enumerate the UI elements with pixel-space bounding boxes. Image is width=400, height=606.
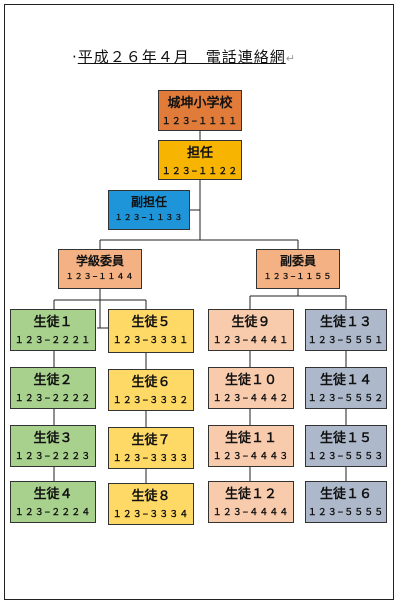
student-node: 生徒１２ １２３−４４４４: [208, 481, 294, 523]
student-node: 生徒７ １２３−３３３３: [108, 427, 194, 469]
student-node: 生徒９ １２３−４４４１: [208, 309, 294, 351]
student-name: 生徒１４: [319, 373, 372, 388]
student-node: 生徒１０ １２３−４４４２: [208, 367, 294, 409]
vice-teacher-name: 副担任: [130, 195, 167, 209]
student-name: 生徒９: [231, 315, 271, 330]
student-name: 生徒１３: [319, 315, 372, 330]
student-phone: １２３−２２２１: [14, 336, 92, 346]
return-mark-icon: ↵: [285, 52, 297, 65]
student-node: 生徒１５ １２３−５５５３: [305, 425, 387, 467]
student-node: 生徒１４ １２３−５５５２: [305, 367, 387, 409]
student-name: 生徒１: [33, 315, 73, 330]
student-node: 生徒４ １２３−２２２４: [10, 481, 96, 523]
vice-teacher-phone: １２３−１１３３: [114, 213, 184, 222]
student-name: 生徒８: [131, 489, 171, 504]
student-phone: １２３−４４４２: [212, 394, 290, 404]
student-node: 生徒１ １２３−２２２１: [10, 309, 96, 351]
student-phone: １２３−４４４４: [212, 508, 290, 518]
student-name: 生徒４: [33, 487, 73, 502]
student-name: 生徒６: [131, 375, 171, 390]
student-phone: １２３−３３３１: [112, 336, 190, 346]
student-phone: １２３−４４４１: [212, 336, 290, 346]
student-node: 生徒１１ １２３−４４４３: [208, 425, 294, 467]
teacher-name: 担任: [186, 146, 213, 161]
school-phone: １２３−１１１１: [161, 117, 239, 127]
student-node: 生徒３ １２３−２２２３: [10, 425, 96, 467]
student-phone: １２３−５５５５: [307, 508, 385, 518]
student-node: 生徒６ １２３−３３３２: [108, 369, 194, 411]
vice-rep-phone: １２３−１１５５: [263, 272, 333, 281]
student-phone: １２３−３３３３: [112, 454, 190, 464]
student-phone: １２３−５５５２: [307, 394, 385, 404]
school-node: 城坤小学校 １２３−１１１１: [158, 90, 242, 131]
student-node: 生徒８ １２３−３３３４: [108, 483, 194, 525]
student-name: 生徒１２: [224, 487, 277, 502]
student-name: 生徒７: [131, 433, 171, 448]
student-name: 生徒３: [33, 431, 73, 446]
student-node: 生徒２ １２３−２２２２: [10, 367, 96, 409]
school-name: 城坤小学校: [167, 96, 233, 111]
student-phone: １２３−４４４３: [212, 452, 290, 462]
student-phone: １２３−５５５１: [307, 336, 385, 346]
student-name: 生徒１５: [319, 431, 372, 446]
title-text: 平成２６年４月 電話連絡網: [77, 48, 286, 66]
student-phone: １２３−２２２４: [14, 508, 92, 518]
class-rep-name: 学級委員: [75, 254, 124, 268]
class-rep-node: 学級委員 １２３−１１４４: [58, 249, 142, 289]
class-rep-phone: １２３−１１４４: [65, 272, 135, 281]
vice-rep-name: 副委員: [279, 254, 316, 268]
vice-rep-node: 副委員 １２３−１１５５: [256, 249, 340, 289]
student-phone: １２３−３３３２: [112, 396, 190, 406]
page-title: ·平成２６年４月 電話連絡網↵: [72, 46, 296, 67]
student-name: 生徒１０: [224, 373, 277, 388]
student-name: 生徒１６: [319, 487, 372, 502]
student-node: 生徒１６ １２３−５５５５: [305, 481, 387, 523]
title-prefix: ·: [72, 48, 78, 66]
student-name: 生徒５: [131, 315, 171, 330]
student-phone: １２３−２２２２: [14, 394, 92, 404]
student-phone: １２３−３３３４: [112, 510, 190, 520]
student-node: 生徒５ １２３−３３３１: [108, 309, 194, 353]
student-node: 生徒１３ １２３−５５５１: [305, 309, 387, 351]
teacher-node: 担任 １２３−１１２２: [158, 140, 242, 180]
vice-teacher-node: 副担任 １２３−１１３３: [108, 190, 190, 230]
student-name: 生徒２: [33, 373, 73, 388]
student-phone: １２３−２２２３: [14, 452, 92, 462]
teacher-phone: １２３−１１２２: [161, 167, 239, 177]
student-name: 生徒１１: [224, 431, 277, 446]
student-phone: １２３−５５５３: [307, 452, 385, 462]
